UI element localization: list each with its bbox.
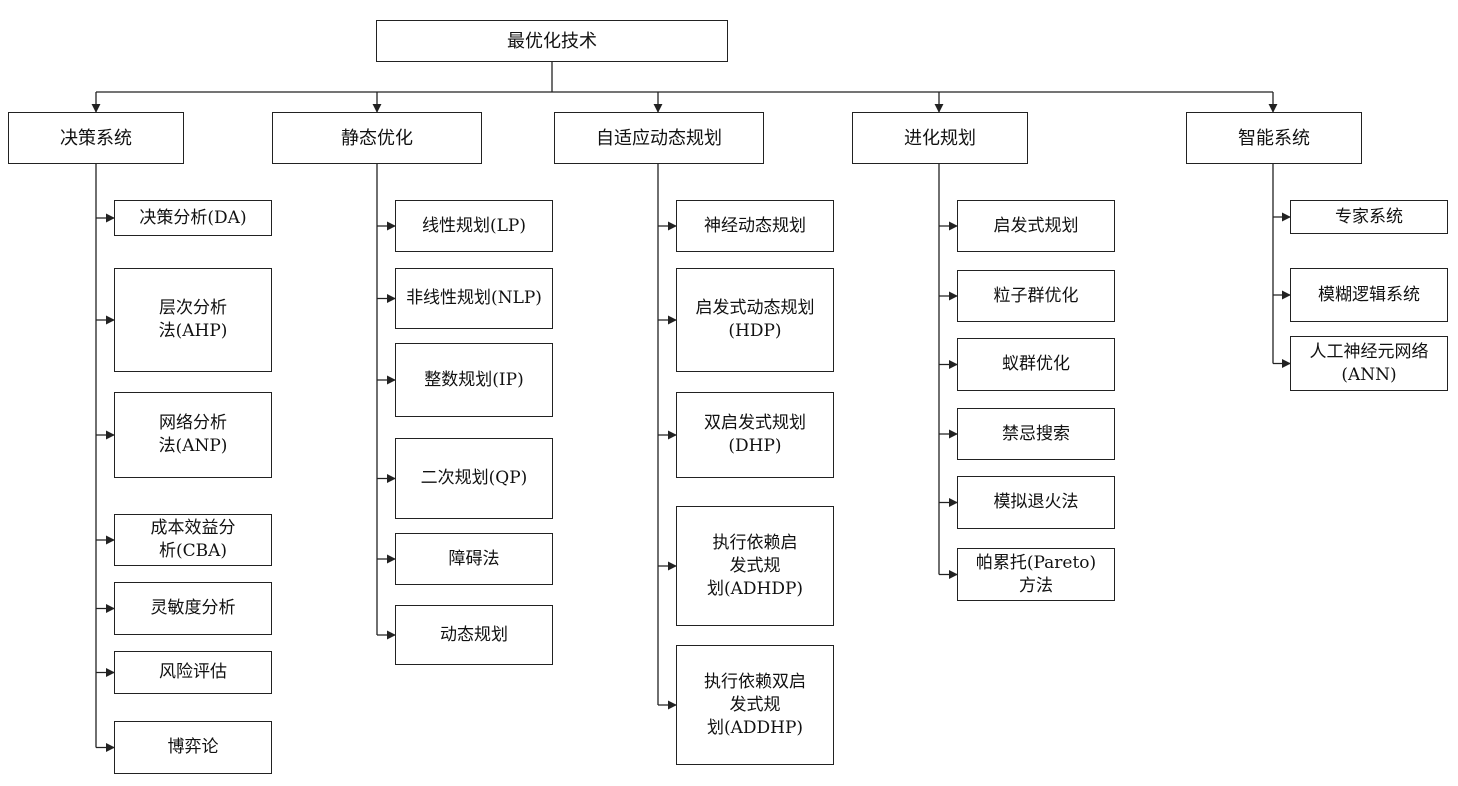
method-label: 专家系统 (1335, 206, 1403, 227)
method-label: 灵敏度分析 (150, 598, 236, 618)
method-box[interactable]: 启发式规划 (957, 200, 1115, 252)
method-label: 线性规划(LP) (422, 215, 526, 236)
method-box[interactable]: 蚁群优化 (957, 338, 1115, 391)
method-label: 帕累托(Pareto) 方法 (975, 552, 1097, 596)
method-label: 启发式规划 (993, 215, 1079, 236)
method-box[interactable]: 启发式动态规划 (HDP) (676, 268, 834, 372)
method-box[interactable]: 线性规划(LP) (395, 200, 553, 252)
method-label: 层次分析 法(AHP) (158, 298, 228, 341)
method-box[interactable]: 执行依赖启 发式规 划(ADHDP) (676, 506, 834, 626)
method-label: 双启发式规划 (DHP) (704, 413, 806, 456)
method-box[interactable]: 整数规划(IP) (395, 343, 553, 417)
method-box[interactable]: 粒子群优化 (957, 270, 1115, 322)
category-box[interactable]: 决策系统 (8, 112, 184, 164)
method-box[interactable]: 禁忌搜索 (957, 408, 1115, 460)
method-box[interactable]: 灵敏度分析 (114, 582, 272, 635)
method-box[interactable]: 动态规划 (395, 605, 553, 665)
category-box[interactable]: 自适应动态规划 (554, 112, 764, 164)
method-label: 成本效益分 析(CBA) (150, 518, 236, 561)
method-label: 蚁群优化 (1002, 354, 1070, 374)
method-box[interactable]: 执行依赖双启 发式规 划(ADDHP) (676, 645, 834, 765)
method-label: 启发式动态规划 (HDP) (695, 298, 815, 341)
method-label: 神经动态规划 (704, 215, 806, 236)
method-label: 执行依赖启 发式规 划(ADHDP) (706, 532, 804, 599)
method-box[interactable]: 博弈论 (114, 721, 272, 774)
method-box[interactable]: 模拟退火法 (957, 476, 1115, 529)
root-box[interactable]: 最优化技术 (376, 20, 728, 62)
category-label: 决策系统 (60, 127, 132, 149)
method-box[interactable]: 专家系统 (1290, 200, 1448, 234)
method-label: 博弈论 (167, 737, 219, 757)
method-label: 粒子群优化 (993, 285, 1079, 306)
method-label: 障碍法 (448, 548, 500, 569)
method-box[interactable]: 成本效益分 析(CBA) (114, 514, 272, 566)
method-box[interactable]: 帕累托(Pareto) 方法 (957, 548, 1115, 601)
method-box[interactable]: 网络分析 法(ANP) (114, 392, 272, 478)
method-label: 人工神经元网络 (ANN) (1309, 341, 1429, 385)
method-label: 禁忌搜索 (1002, 423, 1070, 444)
method-box[interactable]: 二次规划(QP) (395, 438, 553, 519)
category-box[interactable]: 进化规划 (852, 112, 1028, 164)
method-box[interactable]: 决策分析(DA) (114, 200, 272, 236)
method-box[interactable]: 障碍法 (395, 533, 553, 585)
method-label: 风险评估 (159, 662, 227, 682)
category-label: 进化规划 (904, 127, 976, 149)
method-label: 模拟退火法 (993, 492, 1079, 512)
method-box[interactable]: 双启发式规划 (DHP) (676, 392, 834, 478)
category-box[interactable]: 静态优化 (272, 112, 482, 164)
category-label: 智能系统 (1238, 127, 1310, 149)
method-label: 模糊逻辑系统 (1318, 284, 1420, 305)
method-box[interactable]: 人工神经元网络 (ANN) (1290, 336, 1448, 391)
method-label: 网络分析 法(ANP) (158, 413, 228, 456)
method-label: 执行依赖双启 发式规 划(ADDHP) (704, 671, 806, 738)
method-box[interactable]: 非线性规划(NLP) (395, 268, 553, 329)
method-box[interactable]: 模糊逻辑系统 (1290, 268, 1448, 322)
method-label: 二次规划(QP) (420, 468, 528, 488)
method-label: 动态规划 (440, 624, 508, 645)
method-box[interactable]: 层次分析 法(AHP) (114, 268, 272, 372)
category-label: 自适应动态规划 (596, 127, 722, 149)
method-box[interactable]: 风险评估 (114, 651, 272, 694)
method-label: 决策分析(DA) (139, 207, 247, 228)
category-label: 静态优化 (341, 127, 413, 149)
method-box[interactable]: 神经动态规划 (676, 200, 834, 252)
root-label: 最优化技术 (507, 30, 597, 52)
method-label: 非线性规划(NLP) (406, 288, 542, 308)
category-box[interactable]: 智能系统 (1186, 112, 1362, 164)
method-label: 整数规划(IP) (424, 369, 524, 390)
